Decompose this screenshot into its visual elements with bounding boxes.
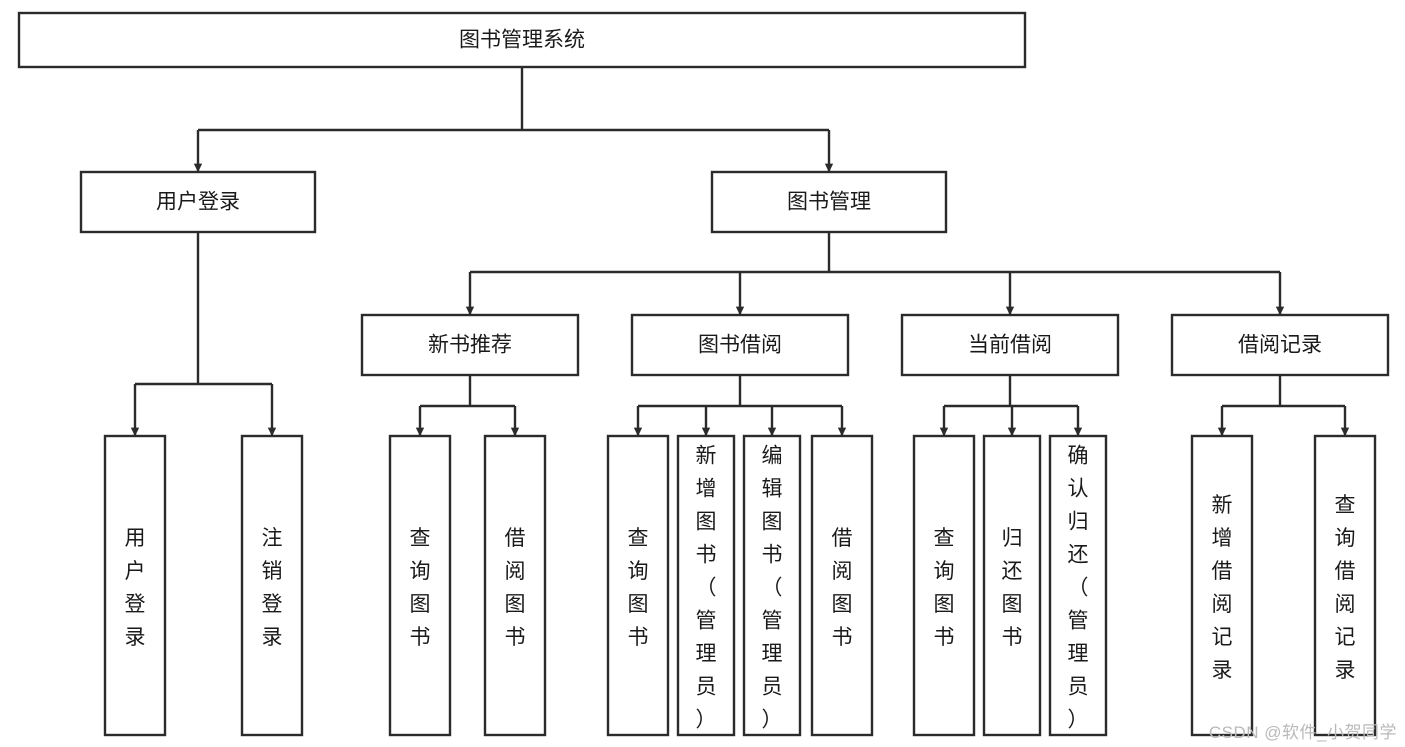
- node-label-user-login: 用户登录: [156, 191, 240, 214]
- node-label-book-manage: 图书管理: [787, 191, 871, 214]
- node-borrow-record[interactable]: 借阅记录: [1170, 313, 1390, 377]
- node-box-leaf-query-book-1[interactable]: [388, 434, 452, 737]
- node-box-leaf-return-book[interactable]: [982, 434, 1042, 737]
- node-box-leaf-confirm-return[interactable]: [1048, 434, 1108, 737]
- node-label-leaf-user-login: 用户登录: [125, 527, 146, 649]
- node-box-leaf-edit-book[interactable]: [742, 434, 802, 737]
- node-label-borrow-record: 借阅记录: [1238, 334, 1322, 357]
- node-label-leaf-borrow-book-1: 借阅图书: [505, 527, 526, 649]
- connector-group-borrow-record: [1217, 375, 1350, 437]
- node-label-leaf-query-record: 查询借阅记录: [1335, 494, 1356, 682]
- node-box-leaf-query-record[interactable]: [1313, 434, 1377, 737]
- node-leaf-add-book[interactable]: 新增图书（管理员）: [676, 434, 736, 737]
- node-box-new-book-recommend[interactable]: [360, 313, 580, 377]
- node-label-leaf-edit-book: 编辑图书（管理员）: [762, 445, 783, 732]
- node-box-leaf-borrow-book-1[interactable]: [483, 434, 547, 737]
- node-leaf-add-record[interactable]: 新增借阅记录: [1190, 434, 1254, 737]
- node-layer: 图书管理系统用户登录图书管理新书推荐图书借阅当前借阅借阅记录用户登录注销登录查询…: [17, 11, 1390, 737]
- node-box-leaf-add-book[interactable]: [676, 434, 736, 737]
- node-label-leaf-confirm-return: 确认归还（管理员）: [1068, 445, 1089, 732]
- node-box-root[interactable]: [17, 11, 1027, 69]
- node-leaf-edit-book[interactable]: 编辑图书（管理员）: [742, 434, 802, 737]
- connector-group-user-login: [130, 232, 277, 437]
- node-label-book-borrow: 图书借阅: [698, 334, 782, 357]
- csdn-watermark: CSDN @软件_小贺同学: [1208, 723, 1397, 742]
- node-leaf-user-login[interactable]: 用户登录: [103, 434, 167, 737]
- node-leaf-borrow-book-1[interactable]: 借阅图书: [483, 434, 547, 737]
- node-leaf-logout[interactable]: 注销登录: [240, 434, 304, 737]
- node-leaf-query-book-2[interactable]: 查询图书: [606, 434, 670, 737]
- connector-group-root: [193, 67, 834, 173]
- node-label-leaf-query-book-2: 查询图书: [628, 527, 649, 649]
- node-label-leaf-query-book-3: 查询图书: [934, 527, 955, 649]
- node-label-leaf-logout: 注销登录: [262, 527, 283, 649]
- node-root[interactable]: 图书管理系统: [17, 11, 1027, 69]
- connector-layer: [130, 67, 1350, 437]
- node-label-leaf-borrow-book-2: 借阅图书: [832, 527, 853, 649]
- node-leaf-borrow-book-2[interactable]: 借阅图书: [810, 434, 874, 737]
- node-box-book-manage[interactable]: [710, 170, 948, 234]
- node-box-leaf-borrow-book-2[interactable]: [810, 434, 874, 737]
- node-box-user-login[interactable]: [79, 170, 317, 234]
- node-label-leaf-query-book-1: 查询图书: [410, 527, 431, 649]
- node-leaf-return-book[interactable]: 归还图书: [982, 434, 1042, 737]
- connector-group-new-book-recommend: [415, 375, 520, 437]
- node-box-leaf-add-record[interactable]: [1190, 434, 1254, 737]
- node-book-manage[interactable]: 图书管理: [710, 170, 948, 234]
- node-label-leaf-add-record: 新增借阅记录: [1212, 494, 1233, 682]
- node-label-current-borrow: 当前借阅: [968, 334, 1052, 357]
- connector-group-book-manage: [465, 232, 1285, 316]
- node-box-leaf-query-book-2[interactable]: [606, 434, 670, 737]
- node-new-book-recommend[interactable]: 新书推荐: [360, 313, 580, 377]
- node-box-leaf-query-book-3[interactable]: [912, 434, 976, 737]
- node-label-new-book-recommend: 新书推荐: [428, 334, 512, 357]
- node-label-root: 图书管理系统: [459, 29, 585, 52]
- node-box-borrow-record[interactable]: [1170, 313, 1390, 377]
- node-book-borrow[interactable]: 图书借阅: [630, 313, 850, 377]
- node-user-login[interactable]: 用户登录: [79, 170, 317, 234]
- node-label-leaf-return-book: 归还图书: [1002, 527, 1023, 649]
- node-box-leaf-user-login[interactable]: [103, 434, 167, 737]
- node-current-borrow[interactable]: 当前借阅: [900, 313, 1120, 377]
- node-leaf-query-book-1[interactable]: 查询图书: [388, 434, 452, 737]
- node-leaf-query-book-3[interactable]: 查询图书: [912, 434, 976, 737]
- node-leaf-query-record[interactable]: 查询借阅记录: [1313, 434, 1377, 737]
- node-box-book-borrow[interactable]: [630, 313, 850, 377]
- node-box-current-borrow[interactable]: [900, 313, 1120, 377]
- connector-group-book-borrow: [633, 375, 847, 437]
- node-leaf-confirm-return[interactable]: 确认归还（管理员）: [1048, 434, 1108, 737]
- connector-group-current-borrow: [939, 375, 1083, 437]
- node-label-leaf-add-book: 新增图书（管理员）: [696, 445, 717, 732]
- node-box-leaf-logout[interactable]: [240, 434, 304, 737]
